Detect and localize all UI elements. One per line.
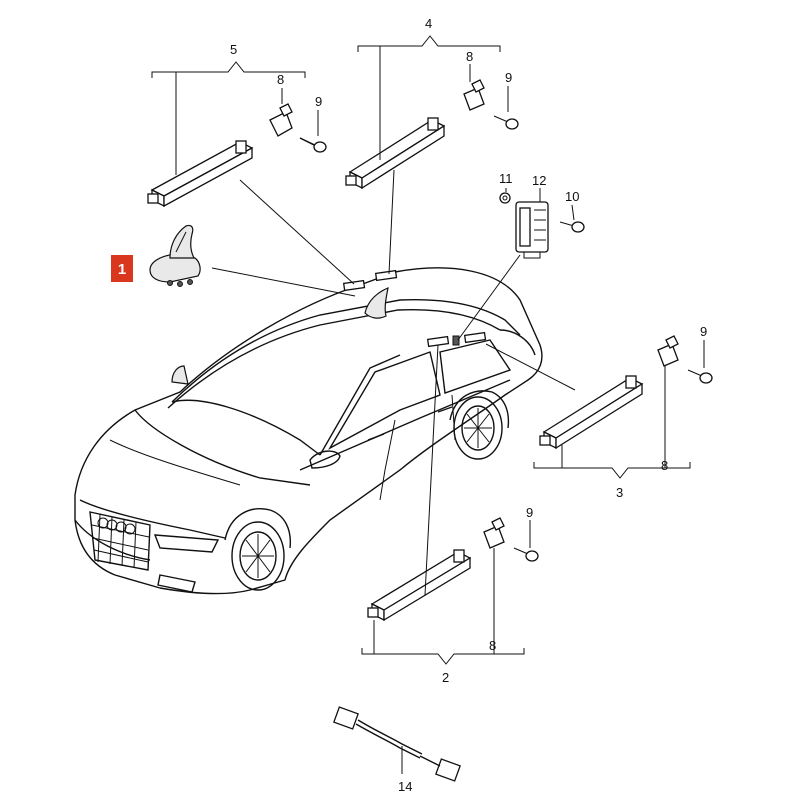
amplifier-module-2 — [367, 549, 472, 622]
callout-9-bottom: 9 — [526, 505, 533, 520]
car-illustration — [74, 267, 543, 595]
screw-9-top-center — [493, 115, 519, 130]
amplifier-module-4 — [345, 117, 446, 190]
callout-4: 4 — [425, 16, 432, 31]
clip-8-top-left — [269, 103, 293, 137]
callout-12: 12 — [532, 173, 546, 188]
callout-8-bottom: 8 — [489, 638, 496, 653]
highlight-badge-1[interactable]: 1 — [111, 255, 133, 282]
callout-9-top-center: 9 — [505, 70, 512, 85]
amplifier-module-3 — [539, 375, 644, 450]
callout-9-right: 9 — [700, 324, 707, 339]
leader-lines — [151, 35, 705, 774]
clip-8-right — [657, 335, 679, 367]
callout-2: 2 — [442, 670, 449, 685]
callout-8-top-center: 8 — [466, 49, 473, 64]
highlight-box — [111, 255, 133, 282]
screw-9-right — [687, 369, 713, 384]
callout-numbers: 5 4 8 9 8 9 11 12 10 9 8 3 9 8 2 14 — [230, 16, 707, 794]
callout-5: 5 — [230, 42, 237, 57]
screw-9-top-left — [299, 137, 327, 153]
callout-11: 11 — [499, 171, 513, 186]
clip-8-top-center — [463, 79, 485, 111]
nut-11 — [499, 192, 511, 204]
callout-3: 3 — [616, 485, 623, 500]
callout-9-top-left: 9 — [315, 94, 322, 109]
highlight-label: 1 — [118, 261, 126, 278]
amplifier-module-5 — [147, 140, 254, 208]
roof-antenna-part — [149, 224, 201, 287]
callout-8-top-left: 8 — [277, 72, 284, 87]
callout-14: 14 — [398, 779, 412, 794]
clip-8-bottom — [483, 517, 505, 549]
module-12 — [515, 201, 549, 259]
screw-10 — [559, 221, 585, 233]
screw-9-bottom — [513, 547, 539, 562]
callout-8-right: 8 — [661, 458, 668, 473]
cable-14 — [333, 706, 461, 782]
callout-10: 10 — [565, 189, 579, 204]
